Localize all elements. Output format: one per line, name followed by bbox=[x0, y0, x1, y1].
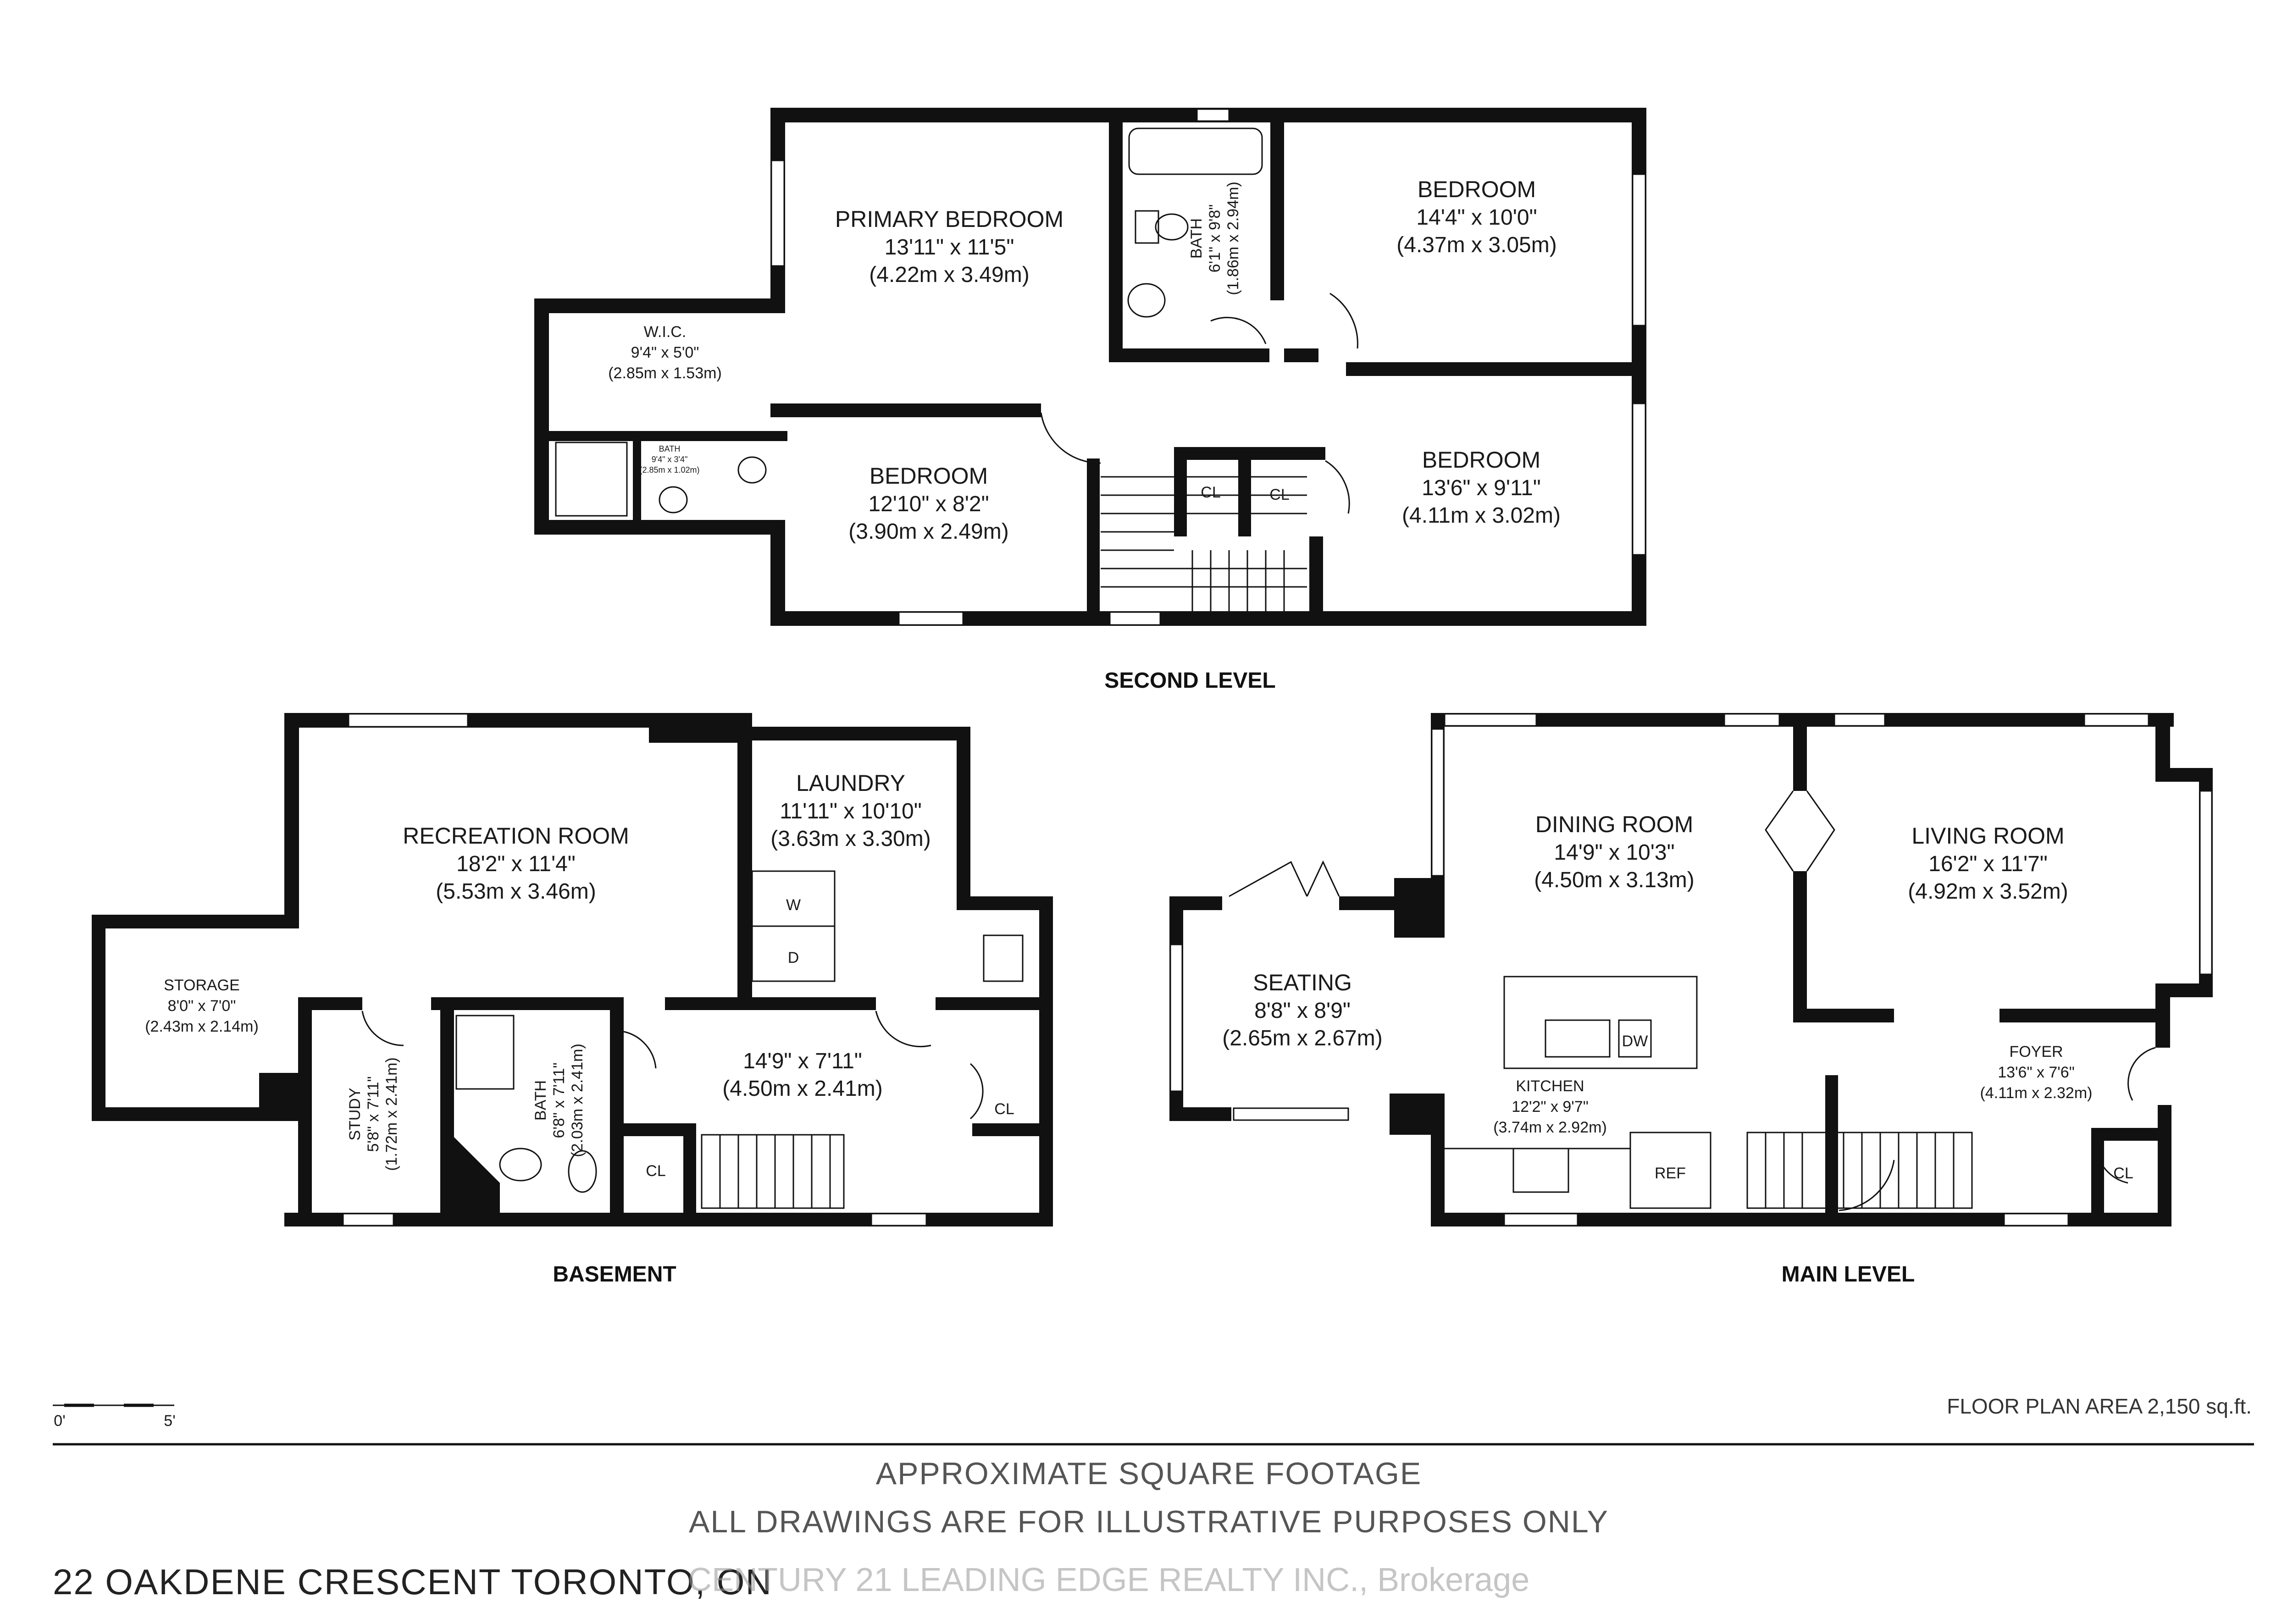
kitchen-name: KITCHEN bbox=[1516, 1077, 1584, 1095]
seating-metric: (2.65m x 2.67m) bbox=[1222, 1026, 1382, 1050]
living-metric: (4.92m x 3.52m) bbox=[1908, 879, 2068, 904]
dining-name: DINING ROOM bbox=[1535, 812, 1693, 837]
closet-label: CL bbox=[1201, 484, 1220, 501]
recreation-imperial: 18'2" x 11'4" bbox=[456, 852, 576, 876]
bedroom-se-metric: (4.11m x 3.02m) bbox=[1402, 503, 1561, 528]
living-name: LIVING ROOM bbox=[1911, 823, 2064, 849]
main-level-plan: DINING ROOM 14'9" x 10'3" (4.50m x 3.13m… bbox=[1169, 713, 2213, 1287]
bath-name: BATH bbox=[1188, 218, 1205, 259]
storage-imperial: 8'0" x 7'0" bbox=[168, 997, 236, 1015]
laundry-imperial: 11'11" x 10'10" bbox=[780, 799, 922, 823]
bedroom-s-metric: (3.90m x 2.49m) bbox=[848, 519, 1008, 544]
bedroom-ne-name: BEDROOM bbox=[1418, 177, 1536, 202]
primary-bedroom-name: PRIMARY BEDROOM bbox=[835, 206, 1063, 232]
bedroom-s-name: BEDROOM bbox=[870, 463, 988, 489]
second-level-title: SECOND LEVEL bbox=[1104, 668, 1275, 693]
laundry-name: LAUNDRY bbox=[796, 770, 905, 796]
hall-imperial: 14'9" x 7'11" bbox=[743, 1049, 862, 1073]
storage-name: STORAGE bbox=[164, 977, 240, 994]
recreation-metric: (5.53m x 3.46m) bbox=[436, 879, 596, 904]
dining-metric: (4.50m x 3.13m) bbox=[1534, 868, 1694, 892]
kitchen-metric: (3.74m x 2.92m) bbox=[1493, 1119, 1607, 1136]
ensuite-name: BATH bbox=[659, 444, 681, 453]
bedroom-ne-metric: (4.37m x 3.05m) bbox=[1396, 233, 1556, 257]
foyer-metric: (4.11m x 2.32m) bbox=[1980, 1084, 2092, 1102]
washer-label: W bbox=[786, 896, 801, 914]
scale-start: 0' bbox=[54, 1412, 65, 1430]
disclaimer-line-1: APPROXIMATE SQUARE FOOTAGE bbox=[875, 1456, 1422, 1491]
closet-label: CL bbox=[2113, 1165, 2133, 1182]
ensuite-metric: (2.85m x 1.02m) bbox=[639, 465, 699, 475]
dryer-label: D bbox=[788, 949, 799, 967]
wic-metric: (2.85m x 1.53m) bbox=[608, 365, 722, 382]
bedroom-se-name: BEDROOM bbox=[1422, 447, 1540, 473]
storage-metric: (2.43m x 2.14m) bbox=[145, 1018, 259, 1035]
closet-label: CL bbox=[646, 1162, 665, 1180]
wic-imperial: 9'4" x 5'0" bbox=[631, 344, 699, 361]
recreation-name: RECREATION ROOM bbox=[403, 823, 629, 849]
dishwasher-label: DW bbox=[1622, 1033, 1648, 1050]
primary-bedroom-imperial: 13'11" x 11'5" bbox=[885, 235, 1014, 260]
bedroom-ne-imperial: 14'4" x 10'0" bbox=[1416, 205, 1537, 230]
ensuite-imperial: 9'4" x 3'4" bbox=[652, 455, 688, 464]
foyer-imperial: 13'6" x 7'6" bbox=[1998, 1064, 2075, 1081]
scale-bar: 0' 5' bbox=[53, 1403, 176, 1430]
seating-name: SEATING bbox=[1253, 970, 1352, 995]
primary-bedroom-metric: (4.22m x 3.49m) bbox=[869, 263, 1029, 287]
closet-label: CL bbox=[994, 1100, 1014, 1118]
living-imperial: 16'2" x 11'7" bbox=[1928, 852, 2048, 876]
basement-title: BASEMENT bbox=[553, 1262, 676, 1287]
second-level-plan: PRIMARY BEDROOM 13'11" x 11'5" (4.22m x … bbox=[534, 108, 1646, 693]
fridge-label: REF bbox=[1655, 1165, 1686, 1182]
brokerage-watermark: CENTURY 21 LEADING EDGE REALTY INC., Bro… bbox=[688, 1562, 1530, 1598]
basement-bath-name: BATH bbox=[532, 1080, 549, 1121]
study-name: STUDY bbox=[346, 1088, 364, 1140]
basement-bath-metric: (2.03m x 2.41m) bbox=[569, 1044, 586, 1157]
bedroom-se-imperial: 13'6" x 9'11" bbox=[1422, 476, 1541, 500]
closet-label: CL bbox=[1269, 486, 1289, 503]
scale-end: 5' bbox=[164, 1412, 175, 1430]
basement-plan: RECREATION ROOM 18'2" x 11'4" (5.53m x 3… bbox=[92, 713, 1053, 1287]
basement-bath-imperial: 6'8" x 7'11" bbox=[550, 1062, 568, 1138]
bath-metric: (1.86m x 2.94m) bbox=[1224, 182, 1242, 295]
dining-imperial: 14'9" x 10'3" bbox=[1554, 840, 1674, 865]
study-imperial: 5'8" x 7'11" bbox=[365, 1076, 382, 1152]
disclaimer-line-2: ALL DRAWINGS ARE FOR ILLUSTRATIVE PURPOS… bbox=[688, 1504, 1609, 1539]
foyer-name: FOYER bbox=[2009, 1043, 2063, 1061]
bath-imperial: 6'1" x 9'8" bbox=[1206, 204, 1224, 273]
study-metric: (1.72m x 2.41m) bbox=[383, 1057, 400, 1171]
property-address: 22 OAKDENE CRESCENT TORONTO, ON bbox=[53, 1562, 772, 1602]
seating-imperial: 8'8" x 8'9" bbox=[1254, 999, 1351, 1023]
laundry-metric: (3.63m x 3.30m) bbox=[770, 827, 930, 851]
hall-metric: (4.50m x 2.41m) bbox=[722, 1077, 882, 1101]
kitchen-imperial: 12'2" x 9'7" bbox=[1512, 1098, 1589, 1116]
wic-name: W.I.C. bbox=[644, 323, 687, 341]
floor-area: FLOOR PLAN AREA 2,150 sq.ft. bbox=[1947, 1394, 2252, 1418]
bedroom-s-imperial: 12'10" x 8'2" bbox=[868, 492, 989, 516]
main-level-title: MAIN LEVEL bbox=[1782, 1262, 1915, 1287]
